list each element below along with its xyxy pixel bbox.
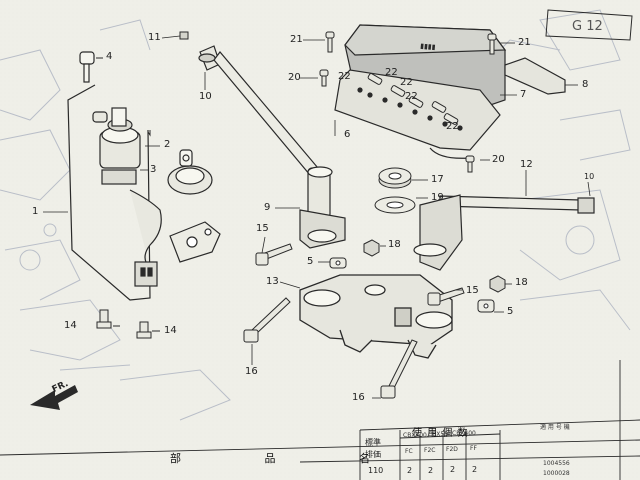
handlebar-12 (413, 194, 595, 271)
callout-5-left: 5 (307, 256, 314, 267)
callout-11: 11 (148, 32, 161, 43)
variant-f2d: F2D (446, 446, 458, 453)
callout-12: 12 (520, 159, 533, 170)
callout-13: 13 (266, 276, 279, 287)
callout-22-c: 22 (400, 77, 413, 88)
leader-lines (43, 35, 591, 399)
nut-18-right (489, 275, 506, 293)
callout-14-right: 14 (164, 325, 177, 336)
callout-1: 1 (32, 206, 39, 217)
nut-18-left (363, 239, 380, 257)
handlebar-clamp-9 (299, 166, 346, 249)
model-2: CBX550 (428, 431, 452, 438)
cap-11 (179, 31, 189, 40)
page-tab-label: G 12 (572, 19, 603, 34)
page-tab-box (545, 9, 633, 41)
bolt-15-right (427, 287, 465, 306)
callout-4: 4 (106, 51, 113, 62)
qty-2: 2 (428, 466, 434, 475)
screw-20-left (319, 69, 329, 87)
callout-15-left: 15 (256, 223, 269, 234)
callout-16-left: 16 (245, 366, 258, 377)
serial-1: 1004556 (543, 460, 570, 467)
clip-5-left (329, 257, 347, 269)
callout-10-right: 10 (584, 172, 595, 181)
bolt-15-left (255, 243, 293, 266)
callout-20-left: 20 (288, 72, 301, 83)
parts-table-grid (0, 360, 640, 480)
callout-22-b: 22 (385, 67, 398, 78)
row-label-standard: 標準 (365, 438, 381, 447)
callout-22-e: 22 (446, 121, 459, 132)
bulbs-22 (367, 73, 459, 125)
row-label-price: 排価 (365, 450, 381, 459)
lock-3 (167, 149, 213, 195)
callout-14-left: 14 (64, 320, 77, 331)
qty-4: 2 (472, 465, 478, 474)
callout-18-left: 18 (388, 239, 401, 250)
callout-7: 7 (520, 89, 527, 100)
switch-bracket (169, 221, 221, 263)
variant-fc: FC (405, 448, 413, 455)
callout-20-right: 20 (492, 154, 505, 165)
callout-17: 17 (431, 174, 444, 185)
model-1: CBX400 (403, 432, 427, 439)
variant-ff: FF (470, 445, 477, 452)
qty-3: 2 (450, 465, 456, 474)
cover-8 (504, 57, 566, 95)
bolt-16-left (243, 297, 291, 343)
row-number: 110 (368, 466, 384, 475)
screw-20-right (465, 155, 475, 173)
callout-9: 9 (264, 202, 271, 213)
callout-21-left: 21 (290, 34, 303, 45)
callout-5-right: 5 (507, 306, 514, 317)
washer-19 (374, 196, 416, 214)
clip-5-right (477, 299, 495, 313)
screw-21-right (487, 33, 497, 55)
steering-nut-17 (378, 167, 412, 189)
front-arrow (30, 385, 78, 410)
bolt-16-right (380, 339, 418, 399)
callout-16-right: 16 (352, 392, 365, 403)
callout-6: 6 (344, 129, 351, 140)
model-3: CBX400 (452, 430, 476, 437)
callout-2: 2 (164, 139, 171, 150)
callout-21-right: 21 (518, 37, 531, 48)
callout-22-a: 22 (338, 71, 351, 82)
screw-21-left (325, 31, 335, 53)
callout-3: 3 (150, 164, 157, 175)
variant-f2c: F2C (424, 447, 436, 454)
meter-brand-mark: ▮▮▮▮ (420, 42, 436, 51)
bolt-14-right (136, 321, 152, 339)
part-name-heading: 部 品 名 (170, 452, 410, 465)
callout-15-right: 15 (466, 285, 479, 296)
callout-22-d: 22 (405, 91, 418, 102)
callout-10-left: 10 (199, 91, 212, 102)
callout-18-right: 18 (515, 277, 528, 288)
callout-8: 8 (582, 79, 589, 90)
qty-1: 2 (407, 466, 413, 475)
bolt-14-left (96, 309, 112, 329)
qty-heading: 使 用 個 数 (412, 428, 469, 439)
applicable-heading: 適 用 号 機 (540, 424, 570, 431)
key-4 (79, 51, 95, 83)
serial-2: 1000028 (543, 470, 570, 477)
meter-case-6 (334, 24, 507, 159)
ignition-switch-2 (92, 107, 162, 287)
callout-19: 19 (431, 192, 444, 203)
top-bridge-13 (299, 274, 453, 359)
